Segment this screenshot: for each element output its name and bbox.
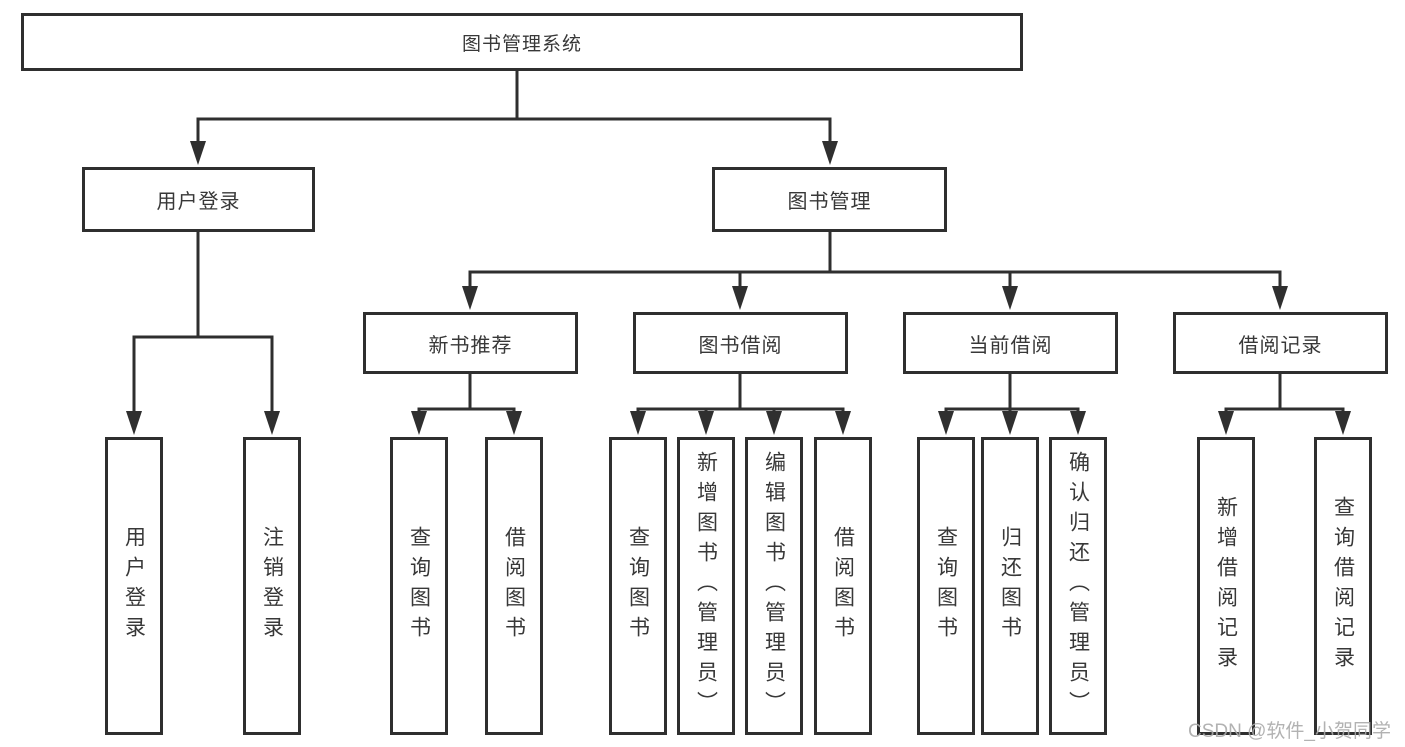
leaf-current-query-books: 查询图书 [917, 437, 975, 735]
node-borrow-records: 借阅记录 [1173, 312, 1388, 374]
leaf-user-login: 用户登录 [105, 437, 163, 735]
node-label: 查询图书 [407, 526, 431, 646]
node-label: 图书借阅 [698, 334, 783, 357]
leaf-logout: 注销登录 [243, 437, 301, 735]
leaf-current-return-books: 归还图书 [981, 437, 1039, 735]
node-book-management: 图书管理 [712, 167, 947, 232]
leaf-borrow-add-books-admin: 新增图书（管理员） [677, 437, 735, 735]
node-label: 借阅记录 [1238, 334, 1323, 357]
leaf-recommend-borrow-books: 借阅图书 [485, 437, 543, 735]
node-label: 借阅图书 [502, 526, 526, 646]
node-label: 注销登录 [260, 526, 284, 646]
node-label: 用户登录 [122, 526, 146, 646]
node-label: 当前借阅 [968, 334, 1053, 357]
node-label: 图书管理系统 [461, 33, 582, 55]
node-book-borrow: 图书借阅 [633, 312, 848, 374]
leaf-recommend-query-books: 查询图书 [390, 437, 448, 735]
node-label: 编辑图书（管理员） [762, 451, 786, 721]
leaf-records-query-record: 查询借阅记录 [1314, 437, 1372, 735]
node-label: 新增借阅记录 [1214, 496, 1238, 676]
leaf-borrow-edit-books-admin: 编辑图书（管理员） [745, 437, 803, 735]
node-label: 新增图书（管理员） [694, 451, 718, 721]
node-label: 查询图书 [626, 526, 650, 646]
leaf-borrow-query-books: 查询图书 [609, 437, 667, 735]
node-label: 新书推荐 [428, 334, 513, 357]
node-label: 图书管理 [787, 191, 872, 213]
leaf-borrow-borrow-books: 借阅图书 [814, 437, 872, 735]
node-label: 确认归还（管理员） [1066, 451, 1090, 721]
node-label: 查询借阅记录 [1331, 496, 1355, 676]
node-library-management-system: 图书管理系统 [21, 13, 1023, 71]
leaf-records-add-record: 新增借阅记录 [1197, 437, 1255, 735]
csdn-watermark: CSDN @软件_小贺同学 [1188, 721, 1391, 742]
node-label: 用户登录 [156, 191, 241, 213]
leaf-current-confirm-return-admin: 确认归还（管理员） [1049, 437, 1107, 735]
node-current-borrow: 当前借阅 [903, 312, 1118, 374]
node-user-login: 用户登录 [82, 167, 315, 232]
node-new-book-recommend: 新书推荐 [363, 312, 578, 374]
node-label: 查询图书 [934, 526, 958, 646]
node-label: 归还图书 [998, 526, 1022, 646]
node-label: 借阅图书 [831, 526, 855, 646]
